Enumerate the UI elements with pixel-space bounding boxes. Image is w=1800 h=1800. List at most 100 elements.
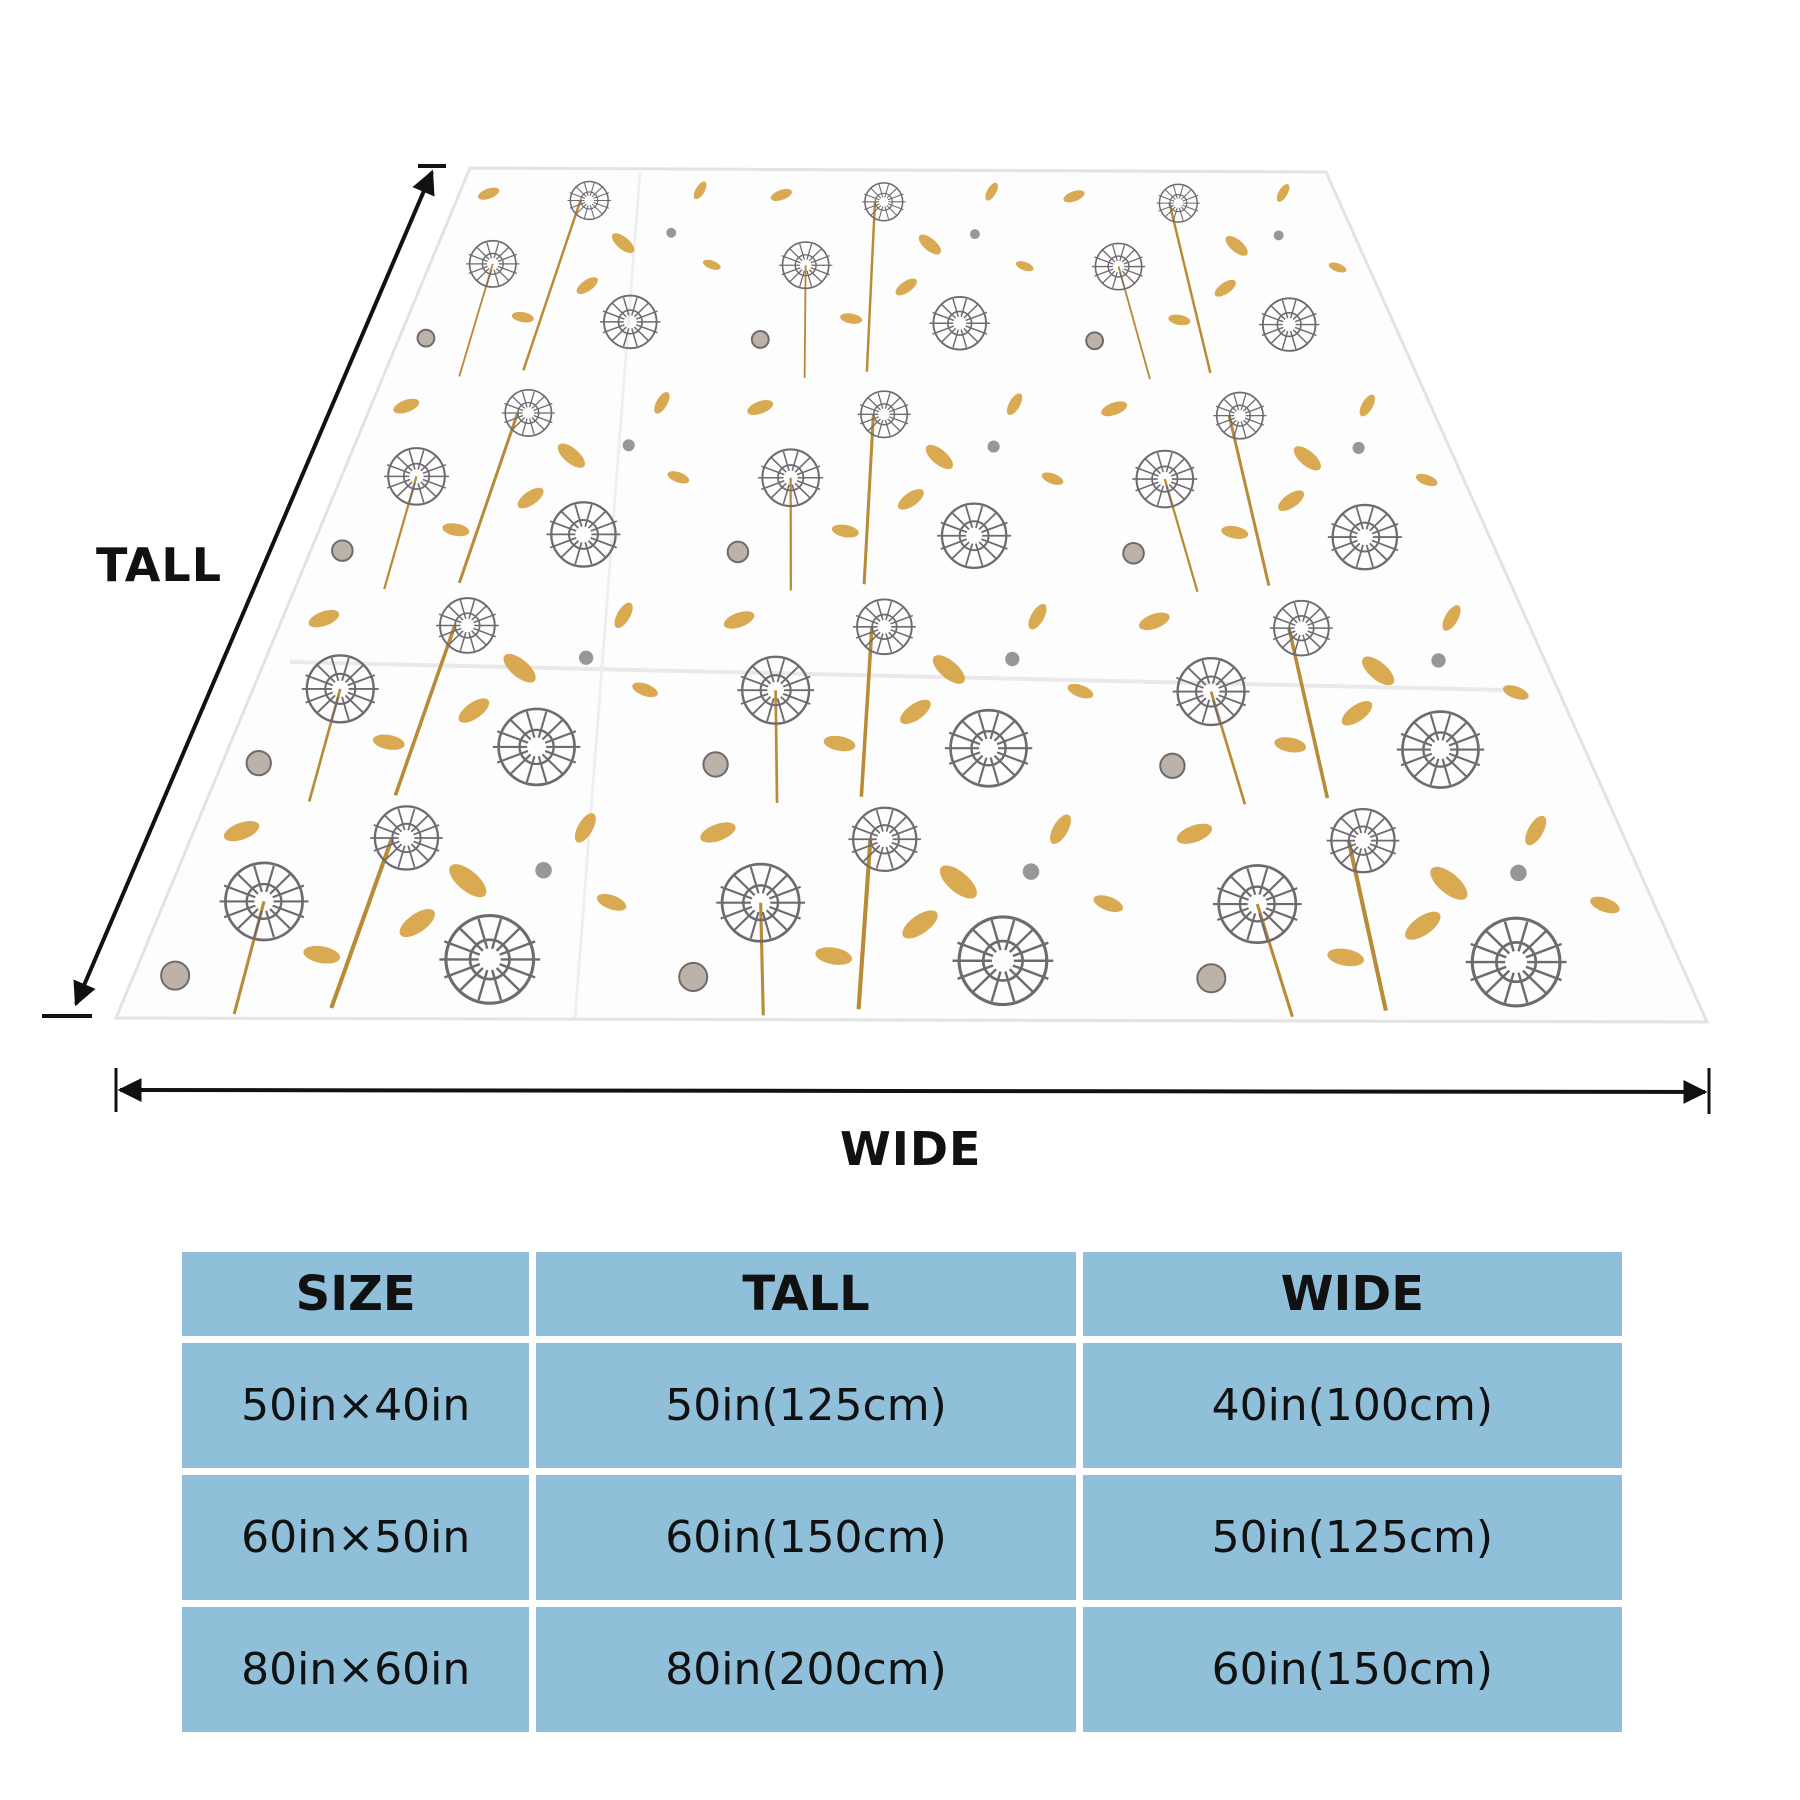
chrysanthemum-flower-petal <box>981 538 1008 550</box>
chrysanthemum-flower-petal <box>1008 968 1036 995</box>
chrysanthemum-flower-petal <box>1233 394 1240 411</box>
leaf-shape <box>1015 261 1034 272</box>
flower-bud <box>726 540 750 564</box>
chrysanthemum-flower-center <box>1288 614 1315 642</box>
chrysanthemum-flower-petal <box>1123 256 1143 265</box>
chrysanthemum-flower-petal <box>1168 457 1186 475</box>
header-wide: WIDE <box>1082 1252 1622 1336</box>
chrysanthemum-flower-petal <box>877 392 884 409</box>
leaf-shape <box>840 313 863 324</box>
chrysanthemum-flower-petal <box>780 696 801 716</box>
chrysanthemum-flower-petal <box>486 242 493 259</box>
leaf-shape <box>700 822 736 843</box>
chrysanthemum-flower-petal <box>1215 405 1235 414</box>
chrysanthemum-flower-petal <box>486 269 493 286</box>
flower-bud <box>1122 541 1145 565</box>
chrysanthemum-flower-petal <box>855 629 879 639</box>
chrysanthemum-flower-petal <box>867 418 881 432</box>
chrysanthemum-flower-petal <box>593 192 610 199</box>
cell-wide: 50in(125cm) <box>1082 1475 1622 1600</box>
chrysanthemum-flower-petal <box>491 918 503 950</box>
chrysanthemum-flower-petal <box>952 298 959 318</box>
chrysanthemum-flower-petal <box>1121 270 1136 285</box>
leaf-shape <box>1525 815 1547 846</box>
chrysanthemum-flower-petal <box>1525 965 1562 982</box>
chrysanthemum-flower-petal <box>940 521 968 534</box>
chrysanthemum-flower-petal <box>1216 907 1249 921</box>
chrysanthemum-flower-petal <box>749 866 760 894</box>
chrysanthemum-flower-petal <box>1292 329 1309 345</box>
stem-shape <box>774 690 779 803</box>
chrysanthemum-flower-petal <box>1302 602 1310 622</box>
chrysanthemum-flower-petal <box>884 392 891 409</box>
leaf-shape <box>985 182 998 201</box>
chrysanthemum-flower-petal <box>885 601 893 621</box>
chrysanthemum-flower-petal <box>533 414 553 424</box>
chrysanthemum-flower-petal <box>493 242 500 259</box>
header-tall: TALL <box>536 1252 1076 1336</box>
chrysanthemum-flower-petal <box>788 247 803 262</box>
chrysanthemum-flower-petal <box>886 187 898 199</box>
chrysanthemum-flower-petal <box>990 971 1002 1002</box>
chrysanthemum-flower-petal <box>471 604 488 621</box>
wide-arrow <box>117 1078 1708 1104</box>
chrysanthemum-flower-petal <box>477 969 489 1001</box>
chrysanthemum-flower-petal <box>1240 394 1247 411</box>
chrysanthemum-flower-petal <box>499 940 536 956</box>
chrysanthemum-flower-petal <box>508 717 532 741</box>
chrysanthemum-flower-petal <box>1429 714 1440 741</box>
leaf-shape <box>1274 737 1307 753</box>
chrysanthemum-flower-petal <box>1004 971 1016 1002</box>
leaf-shape <box>667 471 690 484</box>
chrysanthemum-flower-petal <box>447 630 464 647</box>
chrysanthemum-flower-petal <box>1341 512 1361 532</box>
chrysanthemum-flower-petal <box>1228 874 1253 898</box>
chrysanthemum-flower-petal <box>521 391 528 408</box>
chrysanthemum-flower-petal <box>1525 942 1562 959</box>
chrysanthemum-flower-petal <box>1143 484 1161 501</box>
chrysanthemum-flower-petal <box>1355 544 1364 568</box>
chrysanthemum-flower-petal <box>1369 542 1389 562</box>
chrysanthemum-flower-petal <box>531 395 546 409</box>
chrysanthemum-flower-petal <box>761 465 785 476</box>
size-table: SIZE TALL WIDE 50in×40in 50in(125cm) 40i… <box>175 1245 1629 1739</box>
stem-shape <box>457 412 520 584</box>
chrysanthemum-flower-petal <box>1293 634 1301 654</box>
chrysanthemum-flower-petal <box>1365 507 1374 530</box>
chrysanthemum-flower-petal <box>878 206 884 220</box>
chrysanthemum-flower-petal <box>863 193 880 201</box>
chrysanthemum-flower-petal <box>1165 485 1173 506</box>
chrysanthemum-flower-petal <box>537 711 548 738</box>
chrysanthemum-flower-petal <box>1522 969 1549 996</box>
chrysanthemum-flower-petal <box>583 182 589 197</box>
chrysanthemum-flower-petal <box>855 614 879 625</box>
chrysanthemum-flower-petal <box>1156 452 1164 473</box>
chrysanthemum-flower-petal <box>590 537 618 549</box>
flower-bud <box>245 749 272 777</box>
chrysanthemum-flower-center <box>567 518 599 550</box>
chrysanthemum-flower-petal <box>1369 826 1396 839</box>
leaf-shape <box>932 655 965 684</box>
chrysanthemum-flower-petal <box>584 504 593 527</box>
chrysanthemum-flower-center <box>947 310 973 336</box>
chrysanthemum-flower-petal <box>869 187 882 199</box>
chrysanthemum-flower-petal <box>1289 330 1297 350</box>
table-row: 80in×60in 80in(200cm) 60in(150cm) <box>182 1607 1622 1732</box>
chrysanthemum-flower-petal <box>1156 485 1164 506</box>
leaf-shape <box>576 277 598 295</box>
chrysanthemum-flower-petal <box>780 664 801 685</box>
chrysanthemum-flower-petal <box>990 919 1002 951</box>
chrysanthemum-flower-petal <box>1158 204 1175 212</box>
chrysanthemum-flower-petal <box>1281 330 1289 350</box>
chrysanthemum-flower-center <box>794 254 817 277</box>
chrysanthemum-flower-petal <box>963 303 980 319</box>
cell-wide: 60in(150cm) <box>1082 1607 1622 1732</box>
chrysanthemum-flower-petal <box>569 202 586 209</box>
leaf-shape <box>1028 603 1047 630</box>
chrysanthemum-flower-petal <box>1281 300 1289 319</box>
chrysanthemum-flower-petal <box>602 310 625 320</box>
small-bud <box>1431 653 1446 668</box>
chrysanthemum-flower-petal <box>1170 466 1195 477</box>
chrysanthemum-flower-petal <box>511 417 526 431</box>
chrysanthemum-flower-petal <box>799 243 805 260</box>
